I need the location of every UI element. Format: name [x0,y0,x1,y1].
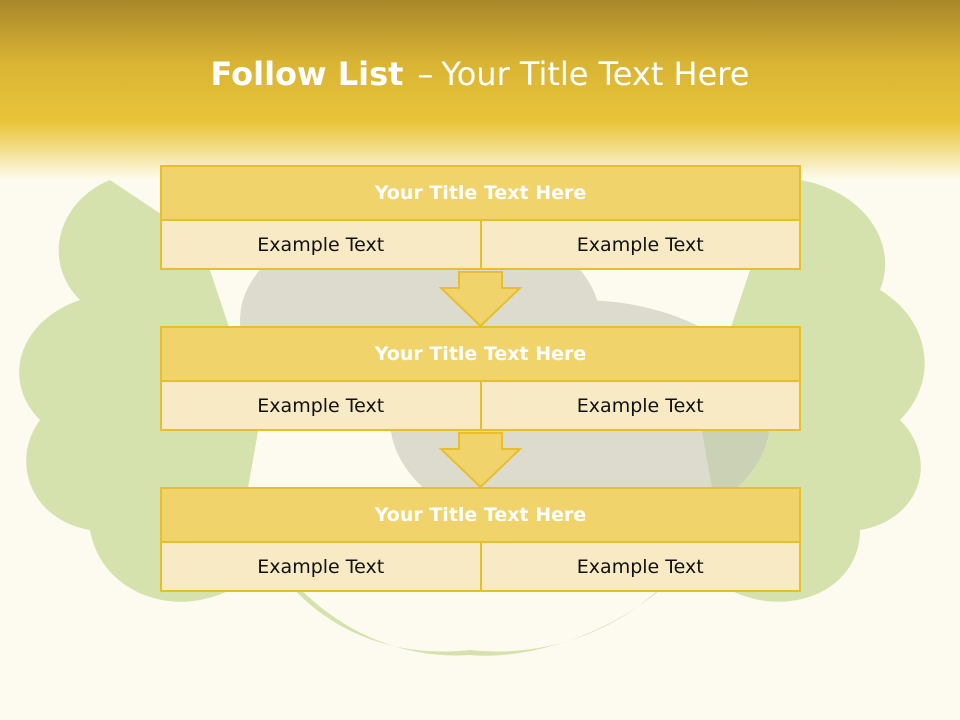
title-separator: – [417,55,434,93]
down-arrow-icon [438,432,523,489]
block-row: Example Text Example Text [160,543,801,592]
block-cell-left: Example Text [257,394,385,417]
block-row: Example Text Example Text [160,221,801,270]
block-cell-right: Example Text [479,382,800,429]
block-cell-left: Example Text [257,233,385,256]
block-title: Your Title Text Here [160,165,801,221]
title-rest: Your Title Text Here [441,55,750,93]
block-title: Your Title Text Here [160,487,801,543]
title-bold: Follow List [210,55,404,93]
list-block: Your Title Text Here Example Text Exampl… [160,165,801,270]
down-arrow-icon [438,271,523,328]
block-cell-left: Example Text [257,555,385,578]
list-block: Your Title Text Here Example Text Exampl… [160,487,801,592]
block-cell-right: Example Text [479,543,800,590]
block-cell-right: Example Text [479,221,800,268]
header-band [0,0,960,180]
page-title: Follow List–Your Title Text Here [0,55,960,93]
block-title: Your Title Text Here [160,326,801,382]
list-block: Your Title Text Here Example Text Exampl… [160,326,801,431]
block-row: Example Text Example Text [160,382,801,431]
